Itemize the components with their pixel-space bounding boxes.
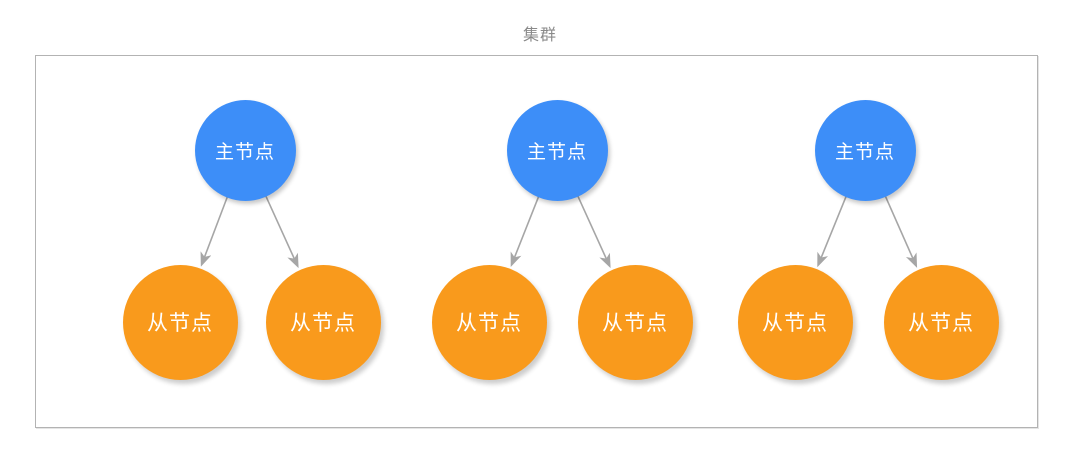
diagram-title: 集群 xyxy=(522,25,557,44)
slave-node-3-2: 从节点 xyxy=(883,264,999,380)
master-node-1: 主节点 xyxy=(194,99,296,201)
slave-node-2-2: 从节点 xyxy=(577,264,693,380)
master-node-label: 主节点 xyxy=(526,140,587,163)
slave-node-3-1: 从节点 xyxy=(737,264,853,380)
slave-node-label: 从节点 xyxy=(908,311,974,335)
master-node-2: 主节点 xyxy=(506,99,608,201)
slave-node-label: 从节点 xyxy=(602,311,668,335)
slave-node-1-2: 从节点 xyxy=(265,264,381,380)
slave-node-label: 从节点 xyxy=(290,311,356,335)
slave-node-1-1: 从节点 xyxy=(122,264,238,380)
slave-node-2-1: 从节点 xyxy=(431,264,547,380)
slave-node-label: 从节点 xyxy=(147,311,213,335)
master-node-label: 主节点 xyxy=(214,140,275,163)
slave-node-label: 从节点 xyxy=(762,311,828,335)
master-node-label: 主节点 xyxy=(834,140,895,163)
slave-node-label: 从节点 xyxy=(456,311,522,335)
master-node-3: 主节点 xyxy=(814,99,916,201)
